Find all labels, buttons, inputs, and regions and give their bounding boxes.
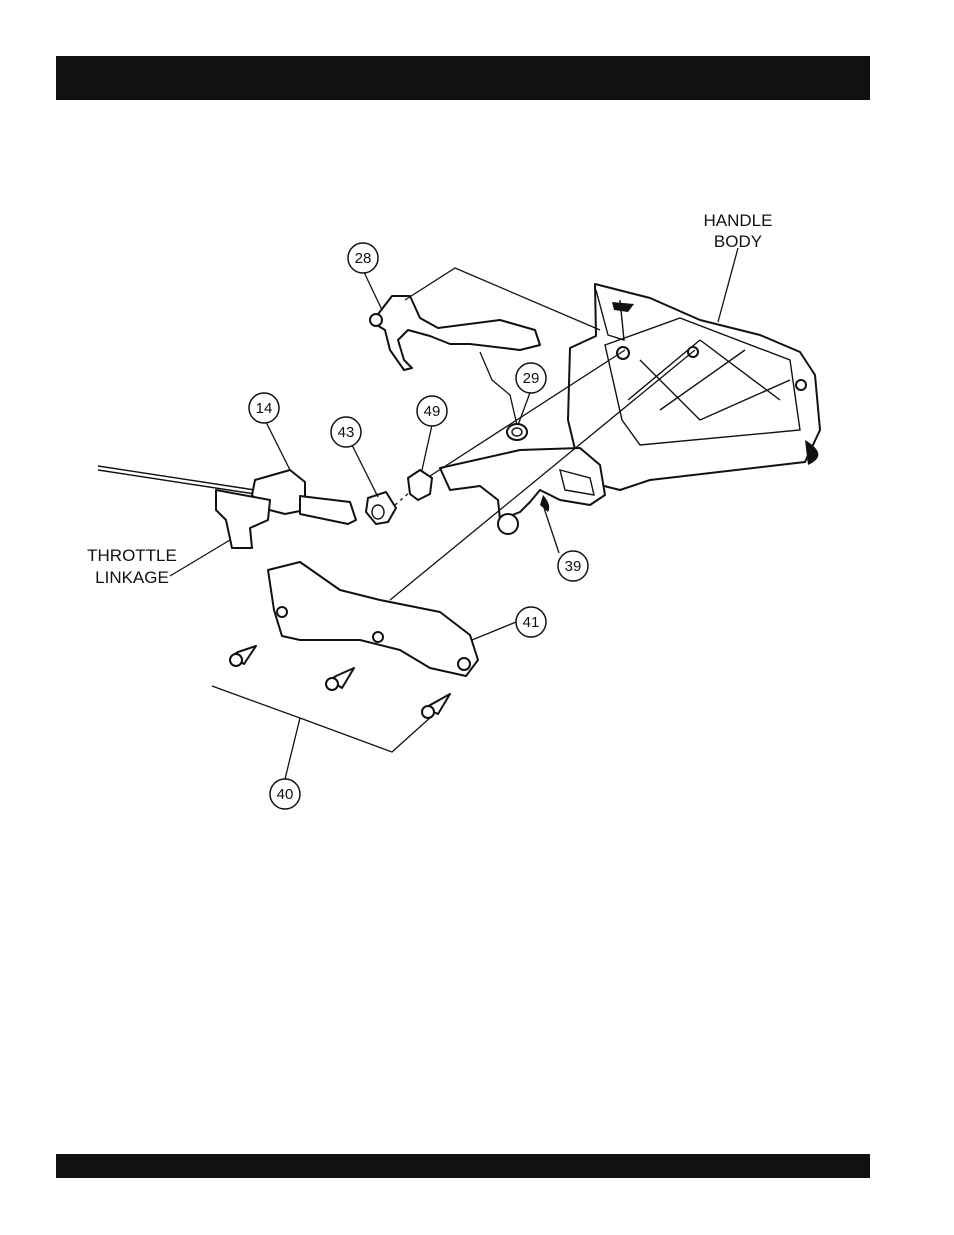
callout-41-label: 41 <box>523 614 540 631</box>
part-49-spring-clip <box>408 470 432 500</box>
callout-43-label: 43 <box>338 424 355 441</box>
callout-14: 14 <box>249 393 279 423</box>
part-28-throttle-trigger <box>370 296 540 370</box>
handle-body-label-line1: HANDLE <box>704 211 773 230</box>
callout-49-label: 49 <box>424 403 441 420</box>
callout-14-label: 14 <box>256 400 273 417</box>
callout-40-label: 40 <box>277 786 294 803</box>
part-41-side-cover <box>268 562 478 676</box>
callout-29-label: 29 <box>523 370 540 387</box>
callout-49: 49 <box>417 396 447 426</box>
part-14-lever-assembly <box>98 466 356 548</box>
handle-body-label-line2: BODY <box>714 232 762 251</box>
handle-body-part <box>568 284 820 490</box>
part-43-bushing <box>366 492 396 524</box>
callout-39-label: 39 <box>565 558 582 575</box>
callout-39: 39 <box>558 551 588 581</box>
callout-40: 40 <box>270 779 300 809</box>
callout-43: 43 <box>331 417 361 447</box>
part-29-washer <box>507 424 527 440</box>
throttle-linkage-label-line2: LINKAGE <box>95 568 169 587</box>
callout-28-label: 28 <box>355 250 372 267</box>
callout-29: 29 <box>516 363 546 393</box>
callout-28: 28 <box>348 243 378 273</box>
callout-41: 41 <box>516 607 546 637</box>
throttle-linkage-label-line1: THROTTLE <box>87 546 177 565</box>
